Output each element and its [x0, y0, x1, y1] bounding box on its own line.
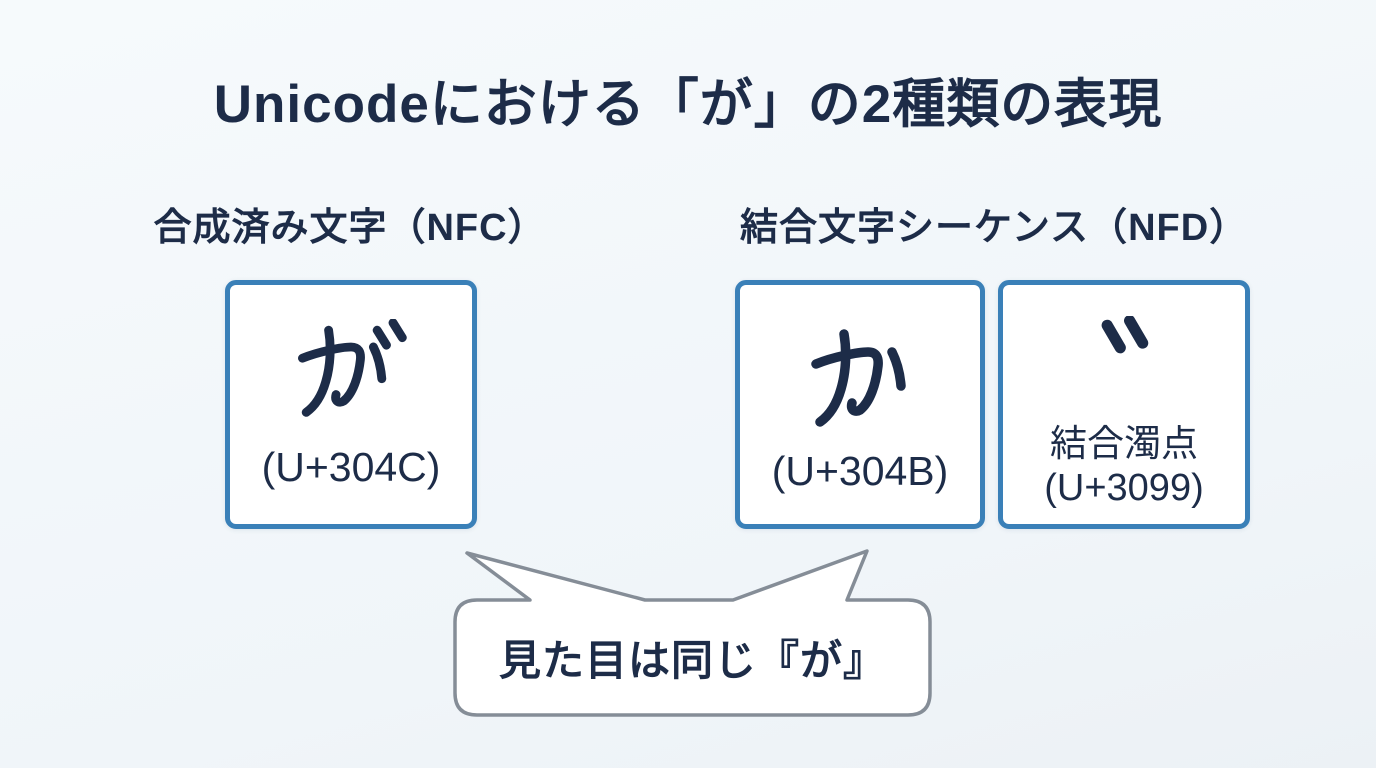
speech-bubble-shape	[453, 549, 932, 717]
nfc-character-card: (U+304C)	[225, 280, 477, 529]
dakuten-text-block: 結合濁点 (U+3099)	[1044, 422, 1203, 524]
nfd-base-codepoint: (U+304B)	[771, 448, 949, 494]
hiragana-ga-drawing	[298, 319, 407, 417]
nfd-dakuten-card: 結合濁点 (U+3099)	[998, 280, 1250, 529]
nfd-base-character-card: (U+304B)	[735, 280, 985, 529]
hiragana-ka-glyph	[810, 322, 910, 427]
speech-bubble-text: 見た目は同じ『が』	[498, 637, 886, 684]
nfc-column-label: 合成済み文字（NFC）	[153, 207, 547, 249]
slide-title: Unicodeにおける「が」の2種類の表現	[213, 75, 1163, 134]
nfc-codepoint: (U+304C)	[261, 444, 441, 490]
hiragana-ga-glyph	[295, 319, 407, 417]
combining-dakuten-glyph	[1096, 316, 1152, 358]
dakuten-codepoint: (U+3099)	[1044, 467, 1204, 510]
hiragana-ka-drawing	[811, 329, 906, 427]
dakuten-name: 結合濁点	[1049, 423, 1198, 465]
nfd-column-label: 結合文字シーケンス（NFD）	[740, 207, 1249, 249]
speech-bubble	[453, 549, 932, 717]
combining-dakuten-drawing	[1101, 316, 1149, 354]
